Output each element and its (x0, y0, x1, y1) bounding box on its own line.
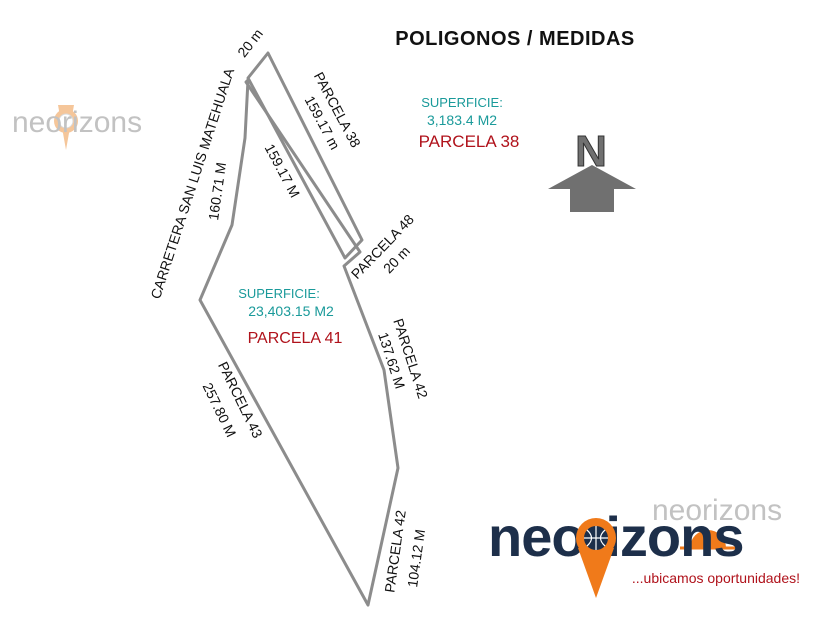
logo-tagline: ...ubicamos oportunidades! (632, 570, 800, 586)
watermark-brand: neorizons (12, 106, 142, 139)
parcel-38-area-value: 3,183.4 M2 (427, 112, 497, 128)
parcel-41-area-value: 23,403.15 M2 (248, 303, 334, 319)
parcel-41-polygon (198, 78, 400, 607)
watermark-pin-icon (54, 105, 78, 150)
logo-pin-icon (576, 518, 616, 598)
edge-p48-name: PARCELA 48 (348, 211, 417, 282)
edge-top-width: 20 m (234, 26, 266, 60)
brand-logo: neorizons neorizons ...ubicamos oportuni… (488, 494, 800, 598)
logo-small-brand: neorizons (652, 494, 782, 527)
edge-road-length: 160.71 M (205, 161, 229, 221)
logo-sun-icon (680, 530, 736, 550)
north-arrow-icon (548, 165, 636, 212)
parcel-38-area-label: SUPERFICIE: (421, 95, 503, 110)
parcel-41-name: PARCELA 41 (248, 330, 343, 347)
north-arrow: N (548, 127, 636, 212)
page-title: POLIGONOS / MEDIDAS (395, 28, 635, 50)
parcel-38-name: PARCELA 38 (419, 132, 520, 151)
parcel-38-polygon (246, 51, 364, 260)
logo-brand: neorizons (488, 505, 743, 568)
parcel-41-area-label: SUPERFICIE: (238, 286, 320, 301)
edge-p42b-length: 104.12 M (404, 528, 428, 588)
watermark-logo: neorizons (12, 105, 142, 150)
